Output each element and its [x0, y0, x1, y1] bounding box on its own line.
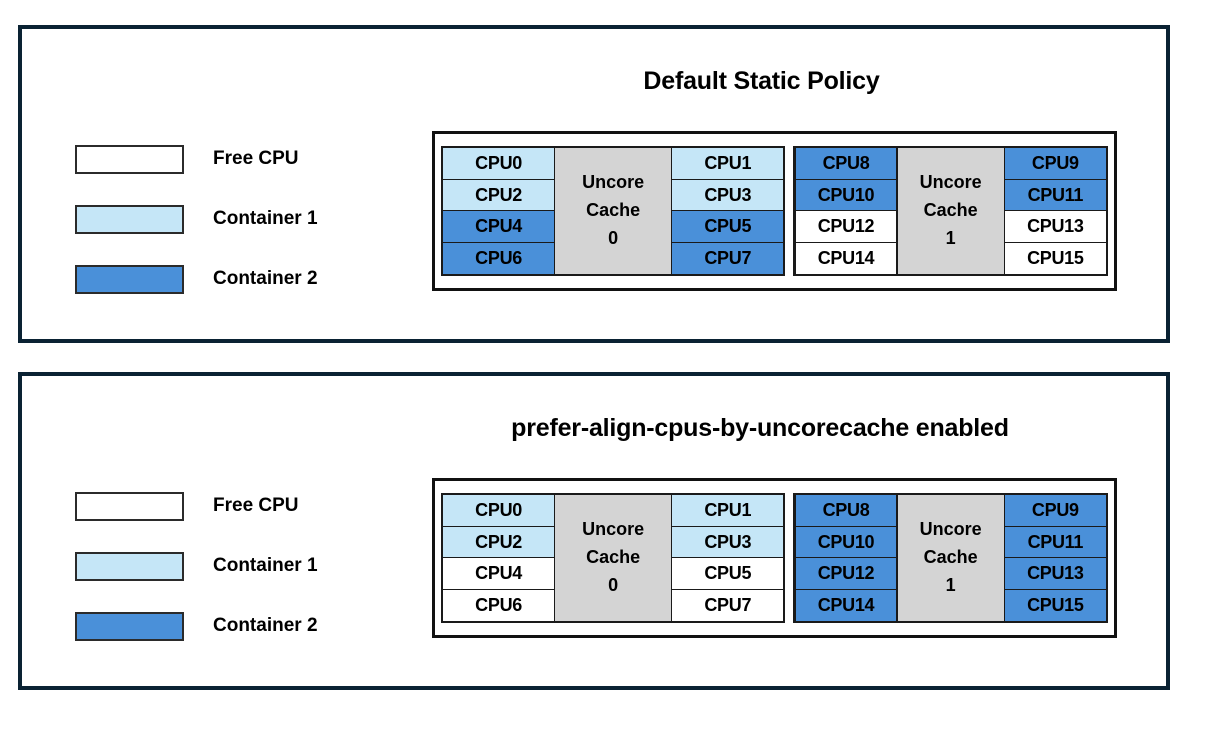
legend-label-container-2: Container 2	[213, 268, 318, 289]
uncore-cache-block: Uncore Cache 0	[554, 495, 673, 621]
uncore-cache-block: Uncore Cache 1	[896, 495, 1005, 621]
uncore-cache-index: 0	[608, 227, 619, 248]
legend-swatch-container-2	[75, 611, 184, 641]
legend-label-free-cpu: Free CPU	[213, 495, 299, 516]
legend-item-container-2: Container 2	[75, 596, 318, 656]
cpu-topology-diagram: CPU0 CPU2 CPU4 CPU6 Uncore Cache 0 CPU1 …	[432, 478, 1117, 638]
cpu-cell: CPU6	[442, 588, 555, 622]
cpu-cell: CPU8	[794, 147, 898, 181]
uncore-cache-line-2: Cache	[586, 547, 641, 568]
panel-default-static-policy: Default Static Policy Free CPU Container…	[18, 25, 1170, 343]
uncore-cache-index: 1	[945, 227, 956, 248]
cpu-cell: CPU11	[1003, 525, 1107, 559]
legend-label-container-1: Container 1	[213, 555, 318, 576]
cpu-cell: CPU12	[794, 557, 898, 591]
panel-title: prefer-align-cpus-by-uncorecache enabled	[511, 414, 1009, 442]
cpu-cell: CPU5	[671, 557, 785, 591]
legend-swatch-container-1	[75, 551, 184, 581]
cpu-cell: CPU1	[671, 147, 785, 181]
cpu-cell: CPU14	[794, 588, 898, 622]
uncore-cache-block: Uncore Cache 1	[896, 148, 1005, 274]
legend-label-free-cpu: Free CPU	[213, 148, 299, 169]
cpu-cell: CPU13	[1003, 557, 1107, 591]
uncore-cache-line-1: Uncore	[582, 172, 645, 193]
uncore-cache-index: 1	[945, 574, 956, 595]
uncore-cache-line-1: Uncore	[919, 172, 982, 193]
cpu-cell: CPU15	[1003, 241, 1107, 275]
cpu-cell: CPU4	[442, 557, 555, 591]
cpu-topology-diagram: CPU0 CPU2 CPU4 CPU6 Uncore Cache 0 CPU1 …	[432, 131, 1117, 291]
cpu-column-right: CPU1 CPU3 CPU5 CPU7	[671, 494, 785, 622]
cpu-cell: CPU8	[794, 494, 898, 528]
cpu-cell: CPU0	[442, 494, 555, 528]
cpu-column-right: CPU1 CPU3 CPU5 CPU7	[671, 147, 785, 275]
legend-item-container-2: Container 2	[75, 249, 318, 309]
cpu-column-left: CPU0 CPU2 CPU4 CPU6	[442, 494, 555, 622]
uncore-cache-group-0: CPU0 CPU2 CPU4 CPU6 Uncore Cache 0 CPU1 …	[441, 493, 786, 623]
legend: Free CPU Container 1 Container 2	[75, 129, 318, 309]
uncore-cache-line-2: Cache	[586, 200, 641, 221]
cpu-cell: CPU7	[671, 241, 785, 275]
cpu-cell: CPU10	[794, 525, 898, 559]
cpu-cell: CPU6	[442, 241, 555, 275]
uncore-cache-block: Uncore Cache 0	[554, 148, 673, 274]
uncore-cache-group-1: CPU8 CPU10 CPU12 CPU14 Uncore Cache 1 CP…	[793, 146, 1108, 276]
cpu-cell: CPU15	[1003, 588, 1107, 622]
cpu-cell: CPU1	[671, 494, 785, 528]
cpu-cell: CPU3	[671, 525, 785, 559]
uncore-cache-group-1: CPU8 CPU10 CPU12 CPU14 Uncore Cache 1 CP…	[793, 493, 1108, 623]
legend-item-container-1: Container 1	[75, 189, 318, 249]
legend-item-container-1: Container 1	[75, 536, 318, 596]
cpu-cell: CPU9	[1003, 147, 1107, 181]
cpu-cell: CPU11	[1003, 178, 1107, 212]
cpu-cell: CPU2	[442, 178, 555, 212]
uncore-cache-line-1: Uncore	[582, 519, 645, 540]
cpu-cell: CPU0	[442, 147, 555, 181]
cpu-cell: CPU5	[671, 210, 785, 244]
cpu-column-left: CPU8 CPU10 CPU12 CPU14	[794, 494, 898, 622]
legend-label-container-2: Container 2	[213, 615, 318, 636]
panel-prefer-align-cpus-by-uncorecache: prefer-align-cpus-by-uncorecache enabled…	[18, 372, 1170, 690]
cpu-cell: CPU13	[1003, 210, 1107, 244]
cpu-cell: CPU14	[794, 241, 898, 275]
cpu-cell: CPU2	[442, 525, 555, 559]
cpu-cell: CPU10	[794, 178, 898, 212]
cpu-column-right: CPU9 CPU11 CPU13 CPU15	[1003, 494, 1107, 622]
legend-label-container-1: Container 1	[213, 208, 318, 229]
panel-title: Default Static Policy	[643, 67, 880, 95]
legend-swatch-free-cpu	[75, 144, 184, 174]
cpu-column-left: CPU8 CPU10 CPU12 CPU14	[794, 147, 898, 275]
legend-swatch-free-cpu	[75, 491, 184, 521]
uncore-cache-line-2: Cache	[923, 200, 978, 221]
legend-swatch-container-2	[75, 264, 184, 294]
legend-item-free-cpu: Free CPU	[75, 129, 318, 189]
cpu-cell: CPU4	[442, 210, 555, 244]
legend: Free CPU Container 1 Container 2	[75, 476, 318, 656]
uncore-cache-line-2: Cache	[923, 547, 978, 568]
uncore-cache-group-0: CPU0 CPU2 CPU4 CPU6 Uncore Cache 0 CPU1 …	[441, 146, 786, 276]
cpu-cell: CPU12	[794, 210, 898, 244]
cpu-cell: CPU7	[671, 588, 785, 622]
cpu-column-right: CPU9 CPU11 CPU13 CPU15	[1003, 147, 1107, 275]
cpu-column-left: CPU0 CPU2 CPU4 CPU6	[442, 147, 555, 275]
legend-swatch-container-1	[75, 204, 184, 234]
cpu-cell: CPU9	[1003, 494, 1107, 528]
uncore-cache-index: 0	[608, 574, 619, 595]
uncore-cache-line-1: Uncore	[919, 519, 982, 540]
legend-item-free-cpu: Free CPU	[75, 476, 318, 536]
cpu-cell: CPU3	[671, 178, 785, 212]
